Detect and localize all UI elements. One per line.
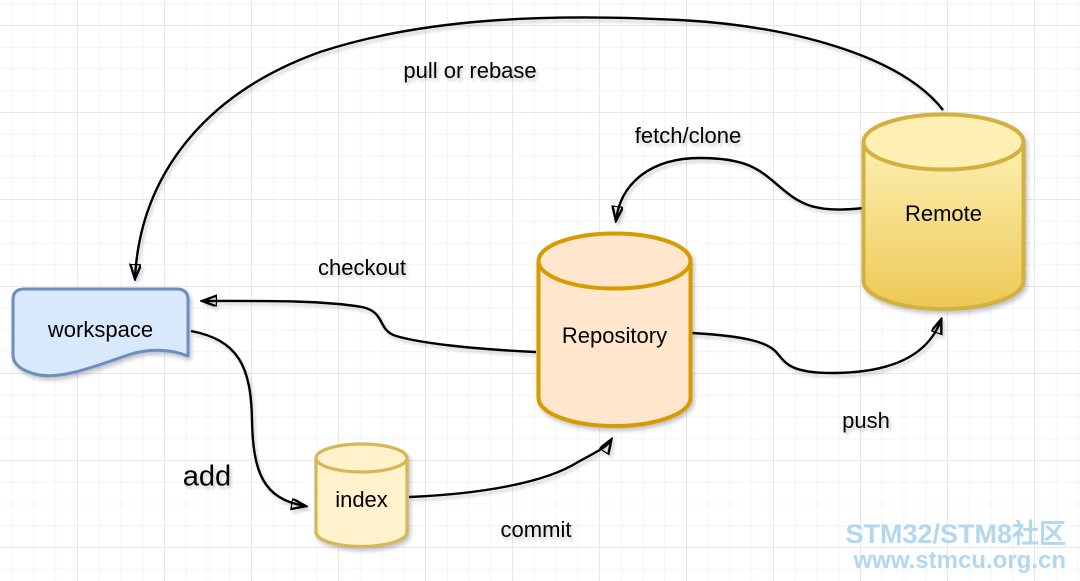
node-workspace-label: workspace — [47, 317, 154, 343]
edge-label-fetch-clone: fetch/clone — [634, 123, 742, 148]
node-repository-label: Repository — [561, 322, 668, 348]
watermark-line1: STM32/STM8社区 — [845, 519, 1066, 549]
cylinder-shape — [861, 112, 1026, 311]
edge-checkout — [203, 301, 537, 354]
node-repository: Repository — [536, 231, 693, 429]
node-index: index — [314, 442, 409, 549]
node-workspace: workspace — [10, 286, 191, 382]
cylinder-shape — [314, 442, 409, 549]
node-index-label: index — [335, 486, 388, 512]
watermark: STM32/STM8社区 www.stmcu.org.cn — [845, 519, 1066, 574]
edge-pull-or-rebase — [135, 16, 944, 278]
cylinder-shape — [536, 231, 693, 428]
watermark-line2: www.stmcu.org.cn — [853, 546, 1066, 574]
document-shape — [11, 287, 190, 378]
edge-commit — [408, 440, 611, 499]
edge-label-pull-or-rebase: pull or rebase — [403, 58, 537, 83]
node-remote: Remote — [861, 112, 1026, 312]
edge-label-push: push — [842, 408, 890, 433]
edge-add — [190, 329, 305, 506]
edge-push — [691, 320, 941, 375]
edge-label-commit: commit — [500, 517, 572, 542]
edge-label-add: add — [182, 460, 232, 493]
edge-label-checkout: checkout — [317, 255, 407, 280]
edge-fetch-clone — [616, 156, 865, 220]
node-remote-label: Remote — [904, 201, 983, 226]
